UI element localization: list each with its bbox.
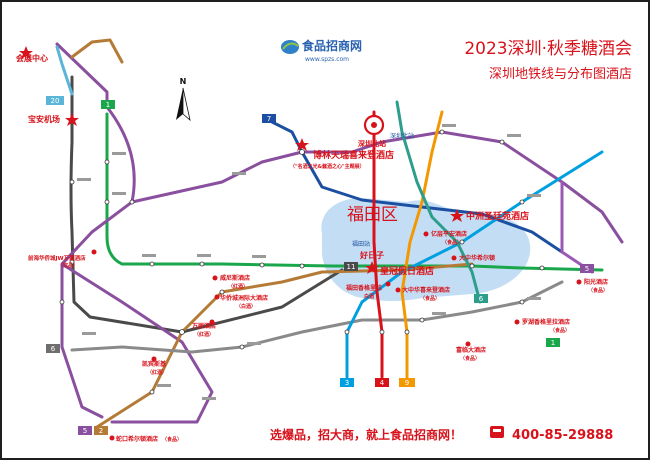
hotel-note: （红酒）	[194, 331, 214, 338]
metro-line-7	[270, 120, 564, 254]
hotel-label: 皇冠假日酒店	[380, 265, 434, 277]
line-badge-3: 3	[345, 379, 349, 387]
hotel-note: （白酒）	[236, 303, 256, 310]
metro-line-1	[105, 112, 604, 272]
star-markers	[19, 46, 464, 274]
star-icon	[450, 209, 464, 222]
hotel-label: 蛇口希尔顿酒店	[116, 435, 158, 443]
line-badge-5: 5	[83, 427, 87, 435]
hotel-note: （"名酒之光&酱酒之心"主题展）	[290, 163, 365, 170]
compass: N	[176, 77, 191, 122]
hotel-label: 罗湖香格里拉酒店	[522, 318, 570, 326]
line-badges: 1 20 7 6 5 2 3 4 9 6 5 11 1	[46, 96, 594, 435]
landmark-airport: 宝安机场	[28, 114, 60, 124]
district-label: 福田区	[347, 205, 398, 225]
hotel-label: 福田香格里拉	[345, 284, 382, 292]
hotel-note: （食品）	[420, 295, 440, 302]
hotel-label: 好日子	[359, 250, 384, 260]
line-badge-1-east: 1	[551, 339, 555, 347]
line-badge-10: 9	[405, 379, 409, 387]
hotel-label: 威尼斯酒店	[220, 274, 250, 282]
line-badge-7: 7	[267, 115, 271, 123]
hotel-dot-icon	[109, 435, 115, 441]
star-icon	[19, 46, 33, 59]
landmark-convention-center: 会展中心	[16, 53, 48, 63]
hotel-dot-icon	[423, 231, 429, 237]
hotel-dot-icon	[465, 341, 471, 347]
line-badge-4: 4	[380, 379, 385, 387]
metro-line-north-loop	[70, 38, 124, 64]
hotel-label: 富临大酒店	[456, 346, 486, 354]
hotel-note: （食品）	[550, 327, 570, 334]
metro-line-5-south	[60, 262, 214, 424]
hotel-label: 华侨城洲际大酒店	[220, 294, 268, 302]
line-badge-9: 6	[51, 345, 56, 353]
hotel-label: 前海华侨城JW万豪酒店	[28, 254, 86, 262]
landmark-shenzhen-north: 深圳北站	[358, 139, 386, 148]
compass-label: N	[180, 77, 187, 86]
metro-line-20	[55, 45, 74, 96]
hotel-label: 亿层平安酒店	[431, 230, 467, 238]
logo: 食品招商网 www.spzs.com	[281, 38, 362, 63]
landmark-futian-station: 福田站	[352, 240, 370, 248]
hotel-dot-icon	[385, 281, 391, 287]
line-badge-20: 20	[51, 97, 60, 105]
hotel-note: （食品）	[442, 239, 462, 246]
line-badge-1: 1	[106, 101, 110, 109]
star-icon	[365, 261, 379, 274]
star-icon	[65, 113, 79, 126]
hotel-note: （红酒）	[147, 369, 167, 376]
hotel-dot-icon	[514, 319, 520, 325]
hotel-note: （红酒）	[228, 283, 248, 290]
train-station-icon	[363, 114, 385, 136]
line-badge-11: 11	[347, 263, 356, 271]
line-badge-2: 2	[99, 427, 103, 435]
metro-line-14	[560, 180, 594, 274]
hotel-note: （饮品）	[58, 262, 78, 269]
metro-line-6	[395, 100, 482, 304]
hotel-note: 白酒	[364, 293, 374, 300]
hotel-dot-icon	[151, 356, 157, 362]
hotel-dot-icon	[576, 279, 582, 285]
metro-line-5	[55, 42, 624, 419]
hotel-dot-icon	[451, 255, 457, 261]
metro-line-9	[70, 280, 564, 354]
station-shenzhen-north-label: 深圳北站	[390, 132, 414, 140]
page-subtitle: 深圳地铁线与分布图酒店	[489, 67, 632, 82]
hotel-label: 大中华希尔顿	[459, 254, 495, 262]
hotel-note: （食品）	[162, 436, 182, 443]
metro-line-11	[69, 75, 344, 334]
footer-slogan: 选爆品，招大商，就上食品招商网！	[270, 427, 462, 442]
logo-url: www.spzs.com	[305, 56, 349, 63]
hotel-dot-icon	[209, 319, 215, 325]
hotel-label: 万丽酒店	[191, 322, 216, 330]
footer-phone: 400-85-29888	[512, 428, 613, 443]
star-icon	[295, 138, 309, 151]
metro-line-2	[95, 262, 474, 429]
line-badge-5-east: 5	[585, 265, 589, 273]
hotel-note: （食品）	[460, 355, 480, 362]
logo-text: 食品招商网	[301, 38, 362, 53]
hotel-note: （食品）	[588, 287, 608, 294]
hotel-label: 阳光酒店	[584, 278, 608, 286]
hotel-dot-icon	[212, 275, 218, 281]
hotel-label: 博林天瑞喜来登酒店	[313, 149, 394, 161]
hotel-label: 中洲圣廷苑酒店	[466, 210, 529, 222]
hotel-dot-icon	[395, 287, 401, 293]
page-title: 2023深圳·秋季糖酒会	[464, 39, 632, 59]
hotel-dot-icon	[91, 249, 97, 255]
hotel-label: 大中华喜来登酒店	[402, 286, 450, 294]
hotel-dot-icon	[214, 294, 220, 300]
hotel-label: 凯宾斯基	[142, 360, 167, 368]
phone-icon	[490, 426, 504, 438]
line-badge-6: 6	[479, 295, 484, 303]
